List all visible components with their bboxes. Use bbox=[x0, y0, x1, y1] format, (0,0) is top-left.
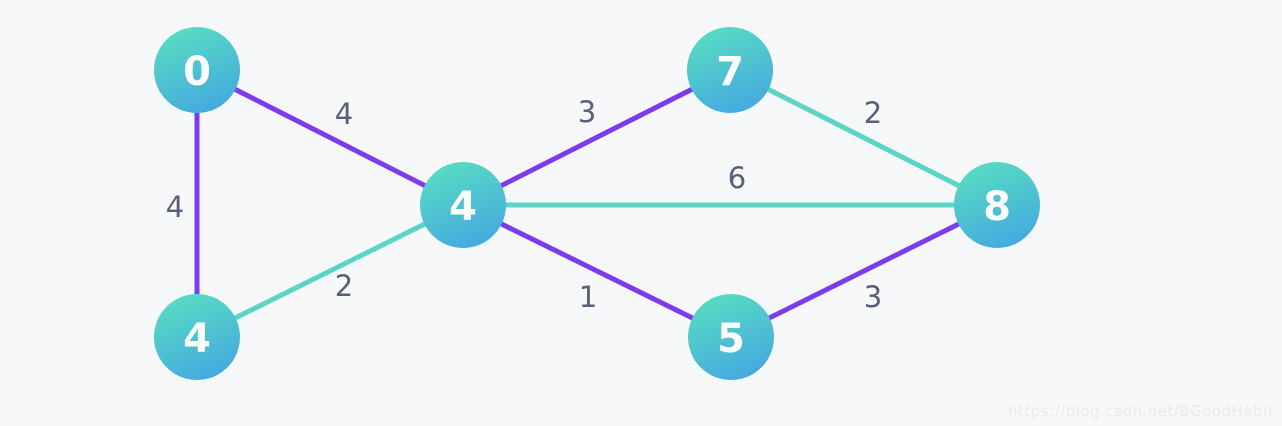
graph-edge-n4c-n7 bbox=[460, 67, 733, 208]
graph-node-n5: 5 bbox=[688, 294, 774, 380]
graph-node-n0: 0 bbox=[154, 27, 240, 113]
edge-weight-label: 2 bbox=[335, 269, 353, 303]
edge-weight-label: 6 bbox=[728, 161, 746, 195]
graph-edge-n5-n8 bbox=[728, 202, 1000, 340]
graph-edge-n4c-n5 bbox=[460, 202, 734, 340]
node-circle bbox=[687, 27, 773, 113]
edge-weight-label: 4 bbox=[166, 190, 184, 224]
edge-weight-label: 3 bbox=[864, 280, 882, 314]
edge-labels-layer: 4 4 2 3 6 1 2 3 bbox=[166, 95, 882, 314]
watermark-url: https://blog.csdn.net/BGoodHabit bbox=[1007, 402, 1274, 420]
edge-weight-label: 1 bbox=[579, 280, 597, 314]
graph-node-n4b: 4 bbox=[154, 294, 240, 380]
node-circle bbox=[688, 294, 774, 380]
node-label: 0 bbox=[183, 49, 211, 95]
edge-weight-label: 2 bbox=[864, 96, 882, 130]
node-label: 8 bbox=[983, 184, 1011, 230]
graph-node-n4c: 4 bbox=[420, 162, 506, 248]
edges-layer bbox=[194, 67, 1000, 340]
nodes-layer: 0 7 4 8 4 5 bbox=[154, 27, 1040, 380]
graph-edge-n7-n8 bbox=[727, 67, 1000, 208]
edge-weight-label: 4 bbox=[335, 97, 353, 131]
graph-edge-n4b-n4c bbox=[194, 202, 466, 340]
node-circle bbox=[154, 27, 240, 113]
node-circle bbox=[954, 162, 1040, 248]
node-label: 4 bbox=[183, 316, 211, 362]
node-label: 7 bbox=[716, 49, 744, 95]
graph-edge-n0-n4c bbox=[194, 67, 466, 208]
node-label: 4 bbox=[449, 184, 477, 230]
graph-node-n8: 8 bbox=[954, 162, 1040, 248]
node-circle bbox=[154, 294, 240, 380]
graph-node-n7: 7 bbox=[687, 27, 773, 113]
node-circle bbox=[420, 162, 506, 248]
edge-weight-label: 3 bbox=[578, 95, 596, 129]
node-label: 5 bbox=[717, 316, 745, 362]
